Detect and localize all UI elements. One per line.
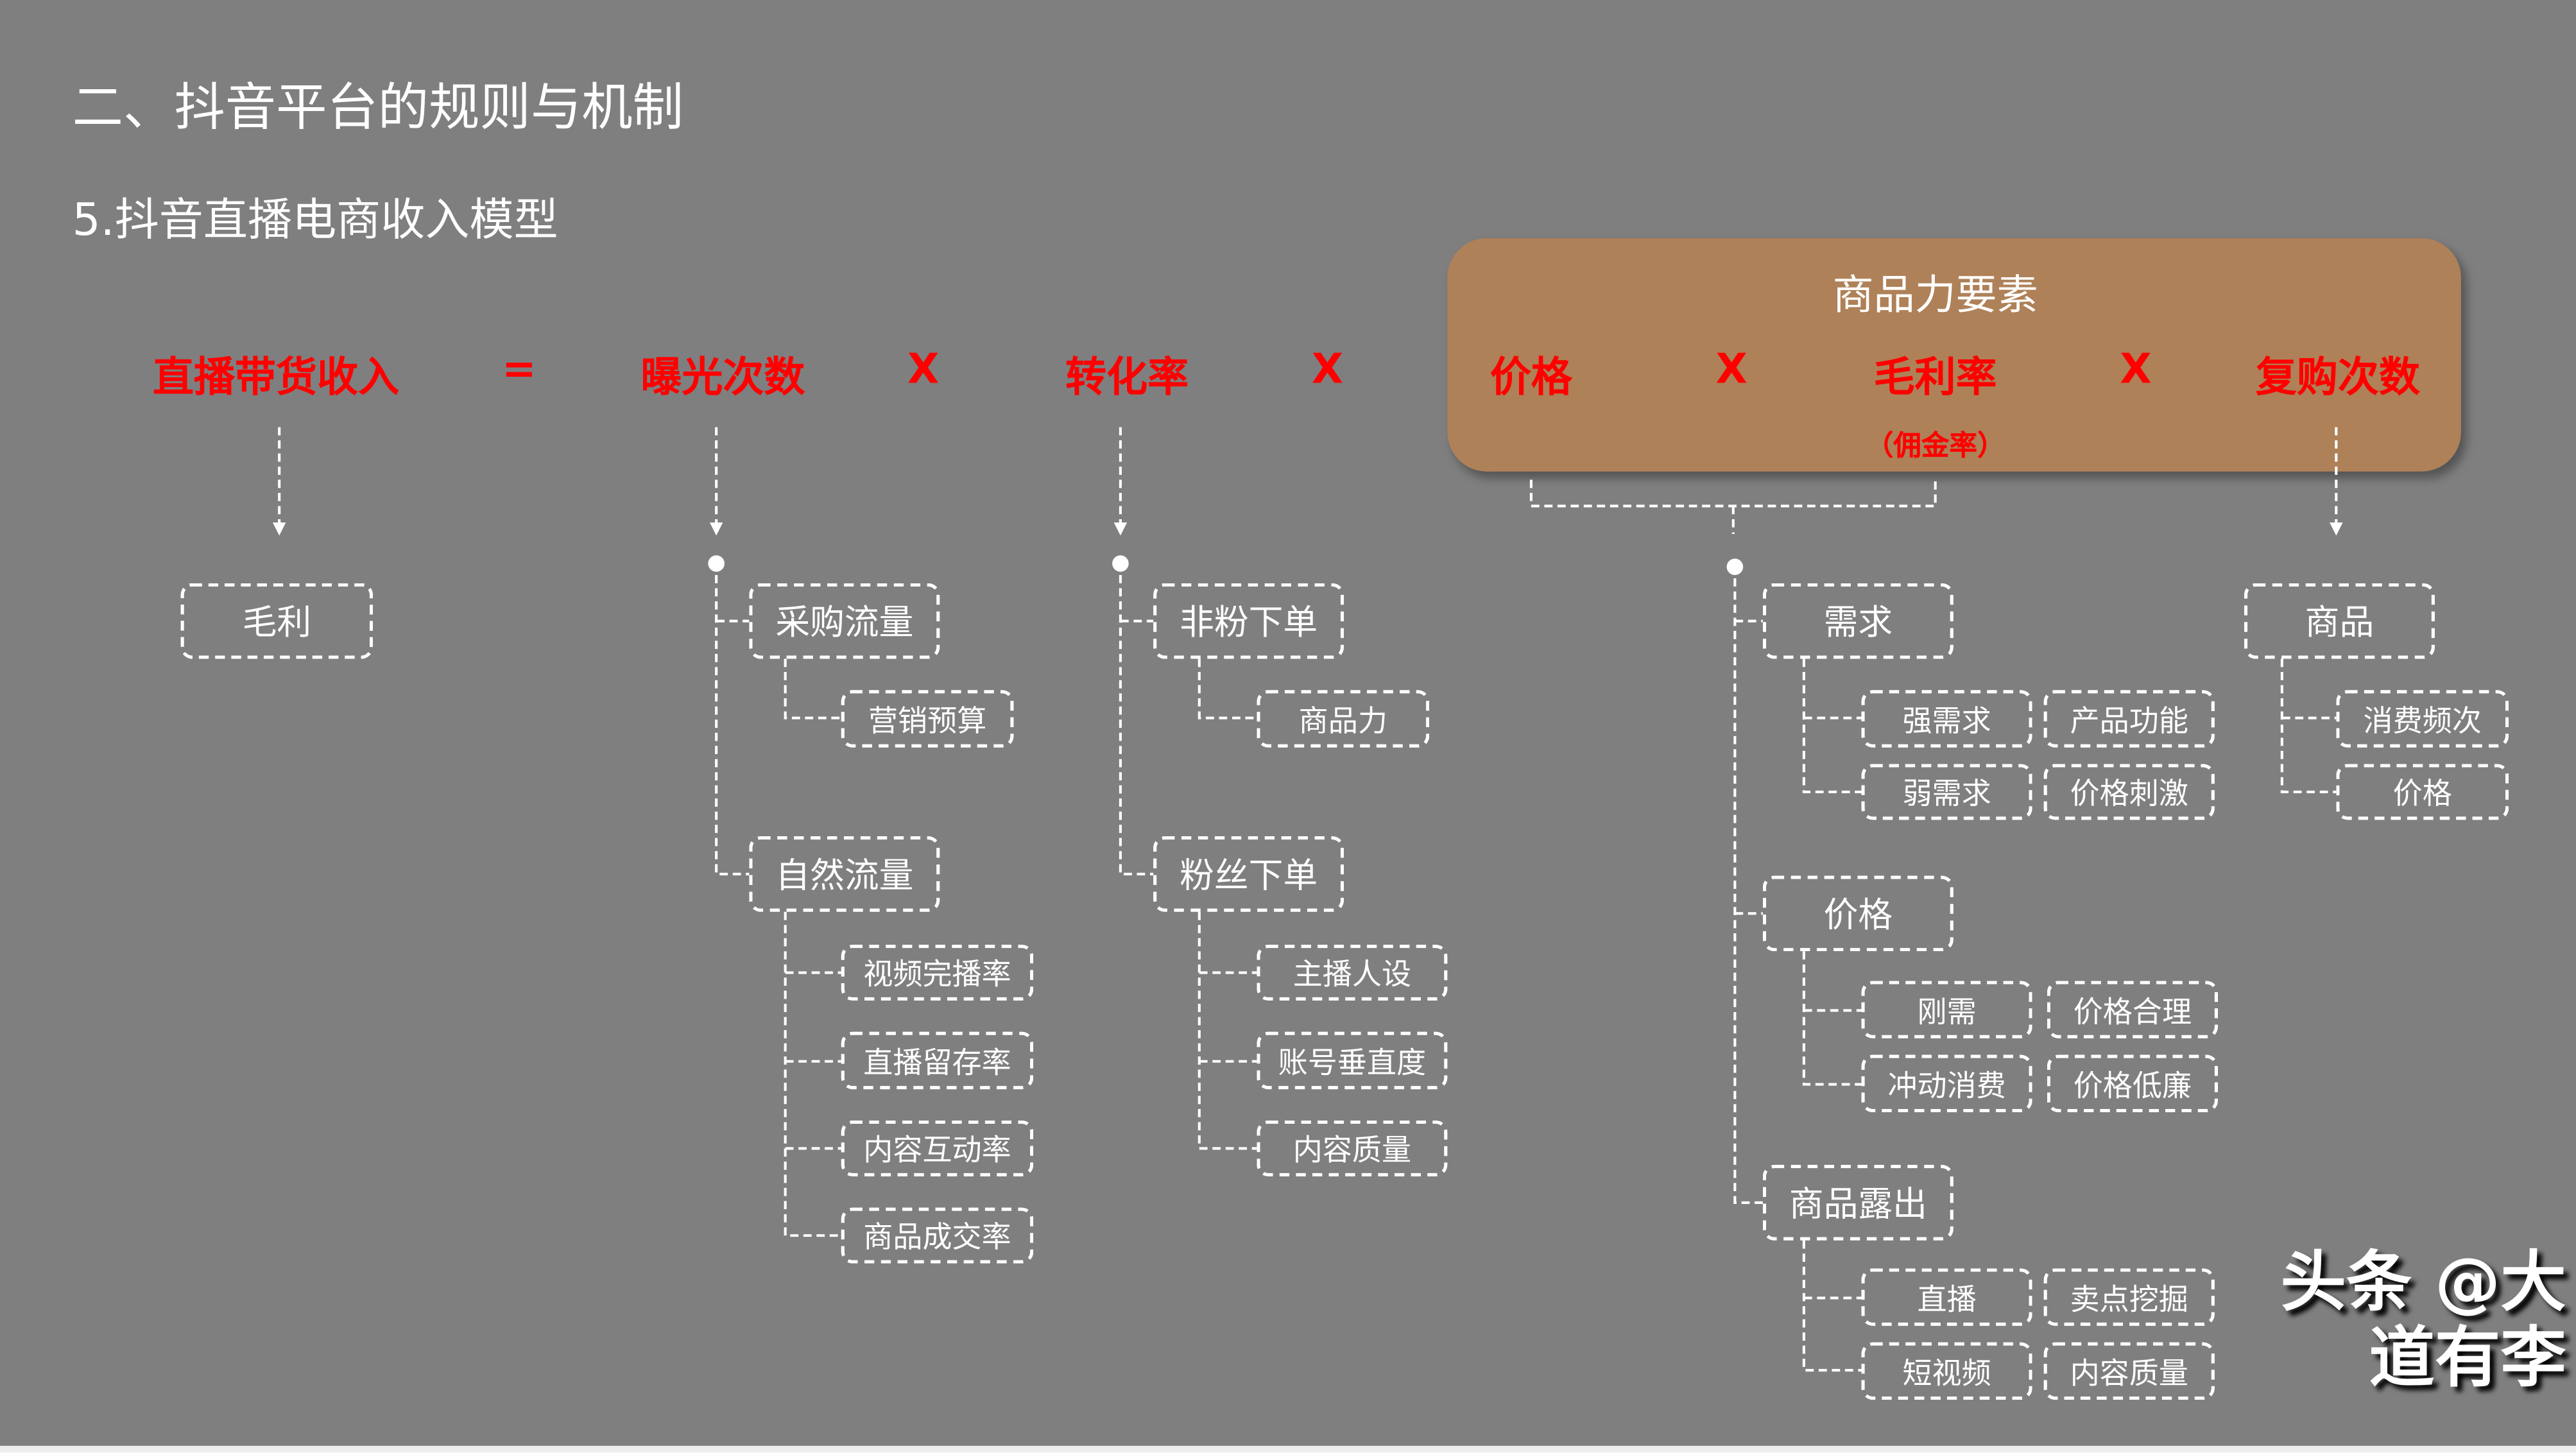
node-marketing-budget: 营销预算 [841,690,1014,748]
formula-times: X [907,345,940,393]
node-product-deal-rate: 商品成交率 [841,1207,1034,1264]
formula-times: X [1715,345,1747,393]
node-weak-demand: 弱需求 [1861,764,2032,820]
node-product-power: 商品力 [1257,690,1430,748]
product-power-panel [1447,238,2461,472]
node-low-price: 价格低廉 [2047,1054,2218,1113]
node-video-completion: 视频完播率 [841,945,1034,1001]
node-non-fan-orders: 非粉下单 [1153,583,1344,659]
node-account-verticality: 账号垂直度 [1257,1031,1448,1090]
node-reasonable-price: 价格合理 [2047,981,2218,1038]
node-strong-demand: 强需求 [1861,690,2032,748]
node-gross-profit: 毛利 [180,583,374,659]
formula-margin: 毛利率 [1873,353,1997,401]
node-host-persona: 主播人设 [1257,945,1448,1001]
node-price: 价格 [1762,875,1953,952]
node-selling-points: 卖点挖掘 [2043,1268,2215,1326]
node-live: 直播 [1861,1268,2032,1326]
node-content-quality-2: 内容质量 [2043,1342,2215,1400]
node-short-video: 短视频 [1861,1342,2032,1400]
slide-title: 二、抖音平台的规则与机制 [72,78,683,139]
node-price-stimulus: 价格刺激 [2043,764,2215,820]
node-organic-traffic: 自然流量 [749,836,940,912]
node-live-retention: 直播留存率 [841,1031,1034,1090]
watermark: 头条 @大道有李 [2280,1245,2566,1397]
panel-title: 商品力要素 [1832,271,2038,319]
node-paid-traffic: 采购流量 [749,583,940,659]
node-goods: 商品 [2244,583,2435,659]
node-demand: 需求 [1762,583,1953,659]
formula-price: 价格 [1490,353,1572,401]
formula-commission-note: （佣金率） [1865,430,2005,463]
node-product-exposure: 商品露出 [1762,1165,1953,1241]
node-rigid-demand: 刚需 [1861,981,2032,1038]
node-product-function: 产品功能 [2043,690,2215,748]
formula-revenue: 直播带货收入 [153,353,400,401]
node-fan-orders: 粉丝下单 [1153,836,1344,912]
slide-subtitle: 5.抖音直播电商收入模型 [72,195,558,246]
formula-conversion: 转化率 [1065,353,1189,401]
node-content-interaction: 内容互动率 [841,1120,1034,1176]
formula-equals: = [502,345,537,393]
formula-times: X [1311,345,1344,393]
node-price-2: 价格 [2336,764,2509,820]
formula-exposure: 曝光次数 [640,353,805,401]
bottom-border [0,1445,2576,1453]
node-impulse-buy: 冲动消费 [1861,1054,2032,1113]
formula-repurchase: 复购次数 [2255,353,2420,401]
node-consumption-frequency: 消费频次 [2336,690,2509,748]
formula-times: X [2120,345,2152,393]
node-content-quality: 内容质量 [1257,1120,1448,1176]
